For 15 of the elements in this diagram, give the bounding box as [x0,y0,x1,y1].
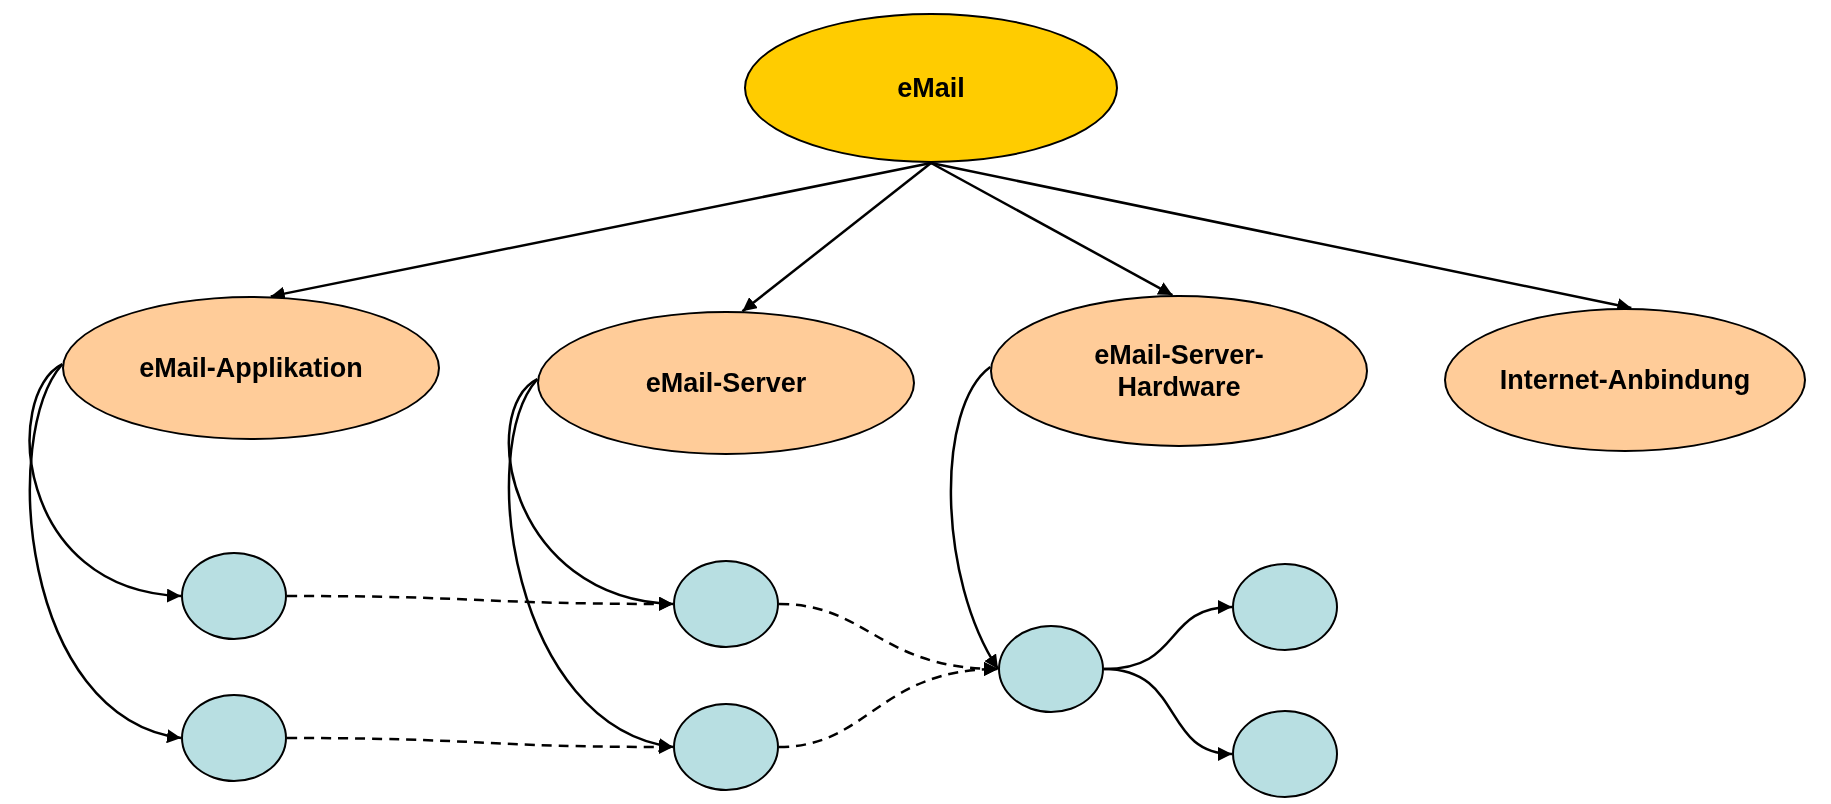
arrow [778,662,999,749]
arrow [949,366,1000,670]
arrow [1103,667,1233,760]
node-label: eMail-Applikation [139,351,363,385]
node-label: eMail [897,71,965,105]
node-label: Internet-Anbindung [1499,363,1751,397]
arrow [508,378,674,751]
arrow [741,162,932,313]
arrow [930,161,1173,297]
arrow [28,363,182,742]
arrow [287,594,673,611]
node-label: eMail-Server [645,366,807,400]
arrow [287,736,673,754]
node-label: eMail-Server-Hardware [1093,338,1265,404]
arrow [28,363,182,602]
